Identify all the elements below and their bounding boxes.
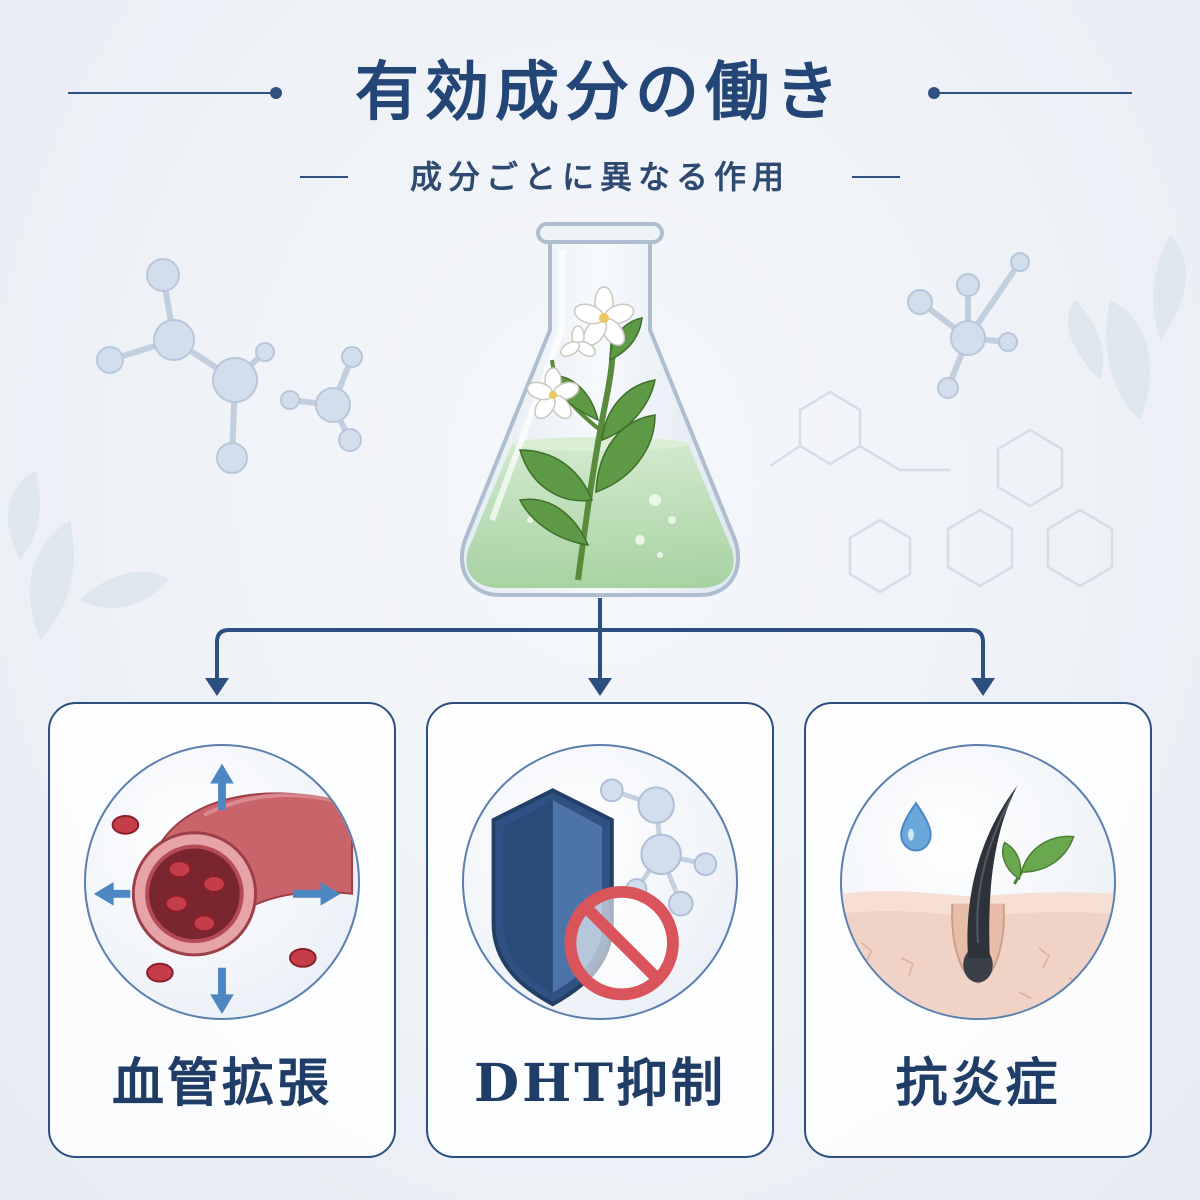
- subtitle-row: 成分ごとに異なる作用: [0, 152, 1200, 202]
- arrow-down-icon: [205, 678, 229, 696]
- page-title: 有効成分の働き: [355, 55, 845, 130]
- hair-follicle-icon: [842, 785, 1114, 1018]
- blood-vessel-icon: [93, 763, 354, 1015]
- subtitle-line-left: [300, 176, 348, 178]
- arrow-down-icon: [588, 678, 612, 696]
- hexagon-pattern-icon: [769, 390, 1114, 594]
- leaf-decor-icon: [8, 235, 1187, 640]
- title-dot-right: [928, 87, 940, 99]
- card-vasodilation: 血管拡張: [48, 702, 396, 1158]
- plant-icon: [518, 286, 656, 581]
- water-drop-icon: [900, 801, 932, 852]
- title-line-left: [68, 92, 274, 94]
- leaf-icon: [1002, 835, 1075, 885]
- scalp-illustration: [840, 744, 1116, 1020]
- shield-illustration: [462, 744, 738, 1020]
- card-label-vasodilation: 血管拡張: [111, 1053, 332, 1114]
- flower-icon: [526, 286, 635, 420]
- arrow-down-icon: [971, 678, 995, 696]
- card-anti-inflammatory: 抗炎症: [804, 702, 1152, 1158]
- title-line-right: [936, 92, 1132, 94]
- flask-icon: [459, 222, 741, 597]
- subtitle-line-right: [852, 176, 900, 178]
- page-subtitle: 成分ごとに異なる作用: [409, 158, 790, 196]
- shield-block-icon: [491, 778, 718, 1007]
- vessel-illustration: [84, 744, 360, 1020]
- card-label-dht-inhibition: DHT抑制: [474, 1053, 726, 1114]
- title-row: 有効成分の働き: [0, 48, 1200, 138]
- card-dht-inhibition: DHT抑制: [426, 702, 774, 1158]
- connector-arrows: [215, 598, 985, 680]
- title-dot-left: [270, 87, 282, 99]
- card-label-anti-inflammatory: 抗炎症: [895, 1053, 1061, 1114]
